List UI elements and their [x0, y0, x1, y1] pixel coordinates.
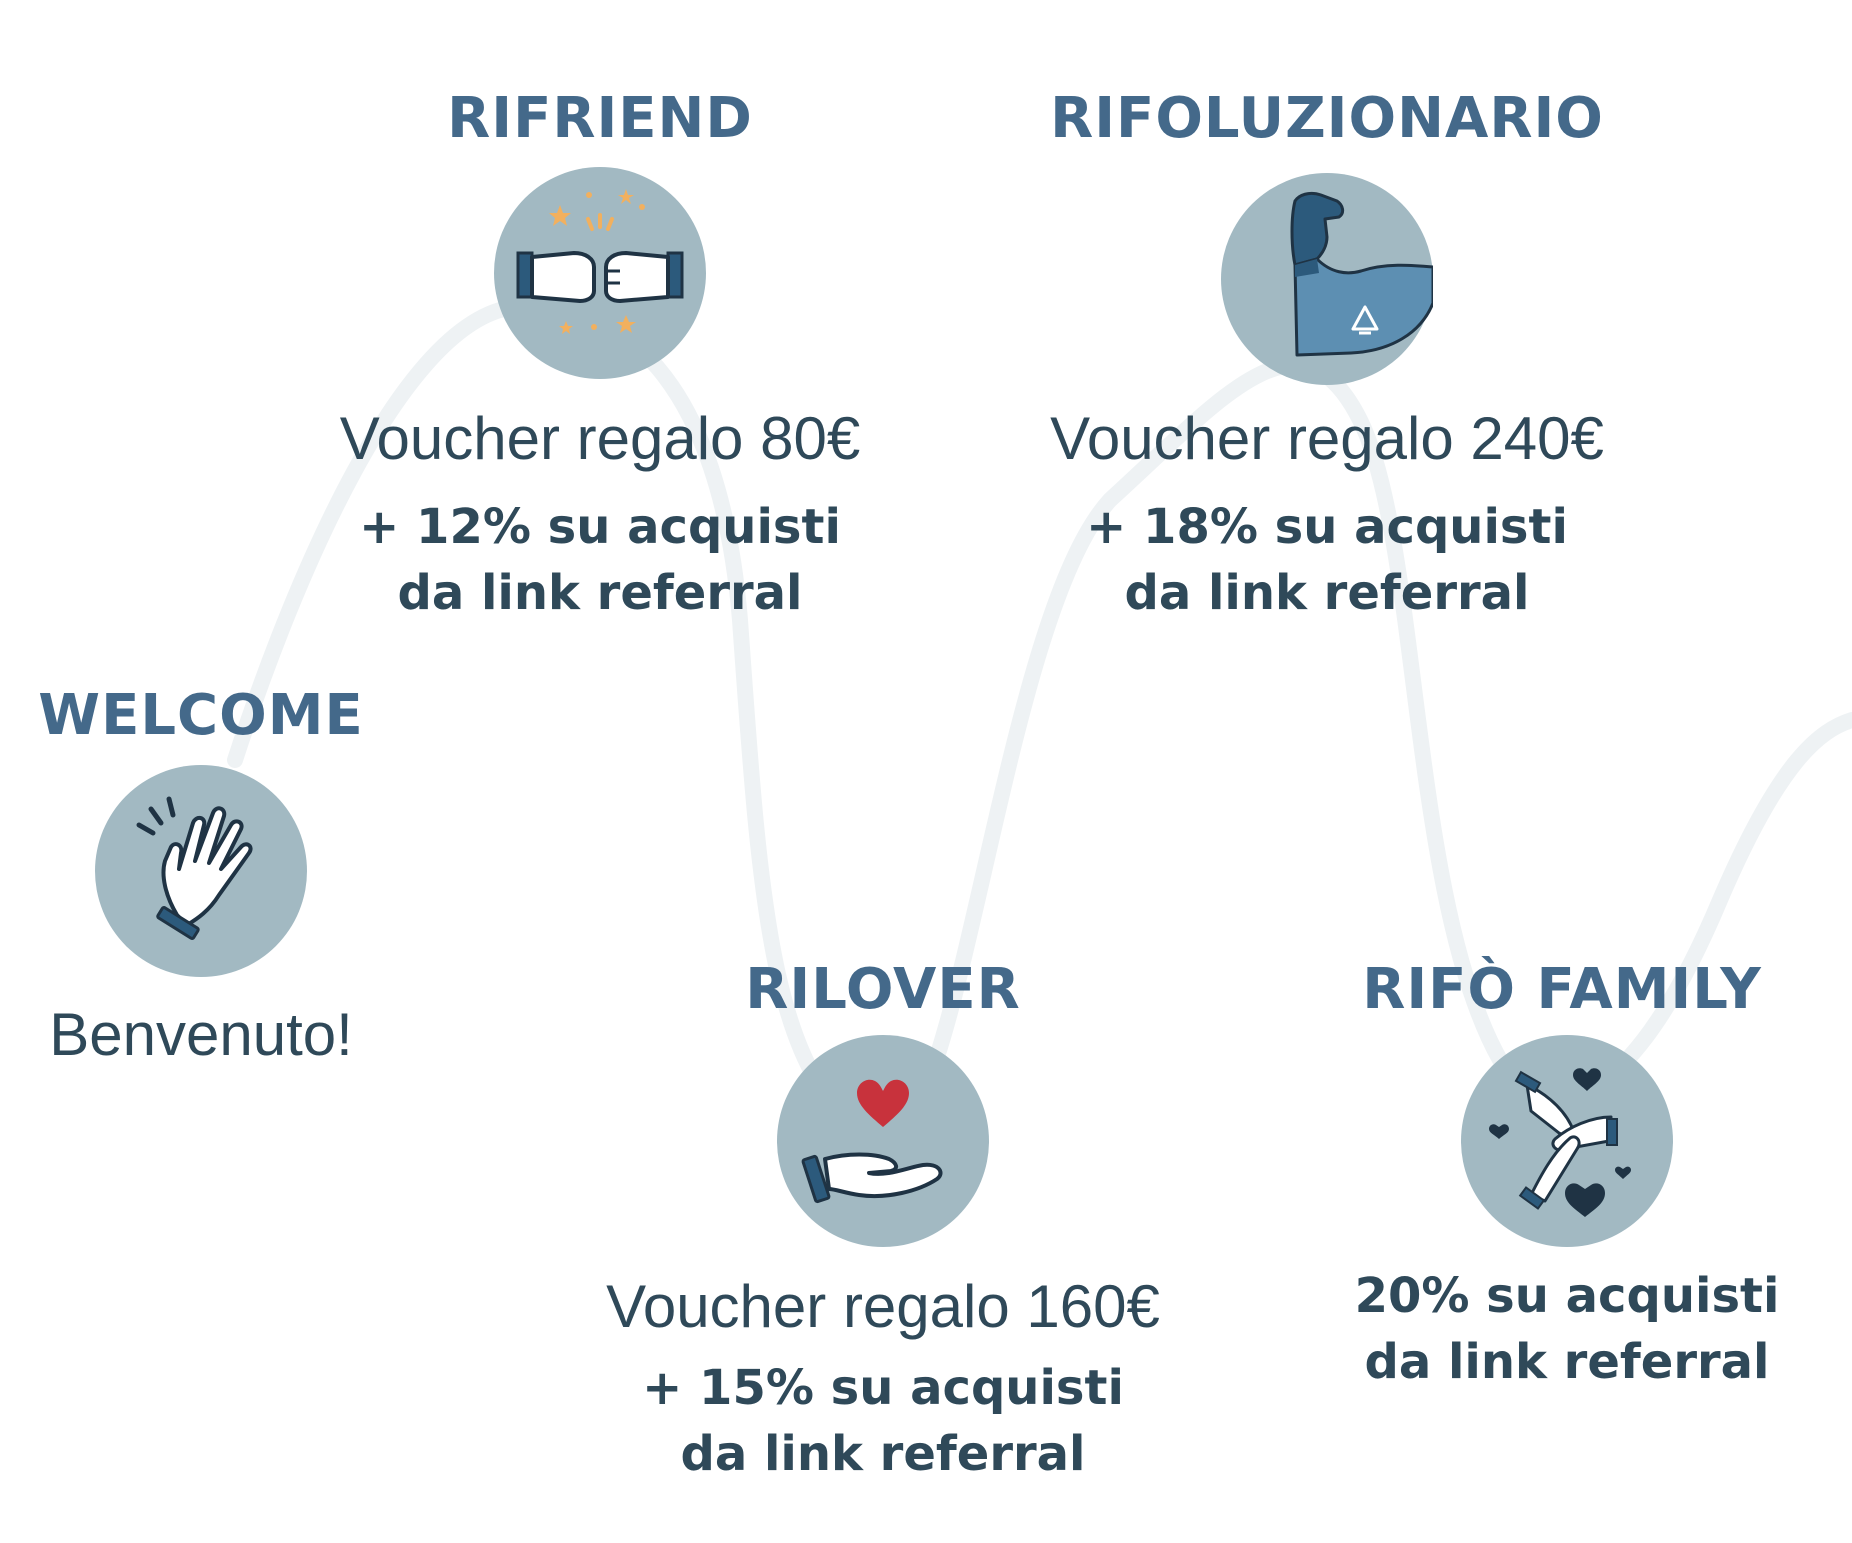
bonus-line-2: da link referral [1364, 1334, 1770, 1390]
bonus-line-2: da link referral [1124, 565, 1530, 621]
level-reward: Benvenuto! [49, 1001, 353, 1068]
level-title: RIFRIEND [447, 86, 753, 151]
bonus-line-1: + 18% su acquisti [1086, 499, 1568, 555]
level-title: WELCOME [38, 683, 364, 748]
bonus-line-1: + 12% su acquisti [359, 499, 841, 555]
bonus-line-2: da link referral [397, 565, 803, 621]
level-title: RIFOLUZIONARIO [1050, 86, 1604, 151]
level-voucher: Voucher regalo 80€ [339, 405, 861, 472]
flexed-arm-recycle-icon [1221, 173, 1433, 385]
level-bonus: + 15% su acquisti da link referral [642, 1355, 1124, 1487]
level-title: RILOVER [745, 957, 1021, 1022]
waving-hand-icon [95, 765, 307, 977]
bonus-line-1: + 15% su acquisti [642, 1360, 1124, 1416]
heart-in-hand-icon [777, 1035, 989, 1247]
fist-bump-icon [494, 167, 706, 379]
stacked-hands-hearts-icon [1461, 1035, 1673, 1247]
bonus-line-1: 20% su acquisti [1354, 1268, 1780, 1324]
level-voucher: Voucher regalo 240€ [1050, 405, 1604, 472]
level-voucher: Voucher regalo 160€ [606, 1273, 1160, 1340]
level-bonus: + 12% su acquisti da link referral [359, 494, 841, 626]
level-bonus: + 18% su acquisti da link referral [1086, 494, 1568, 626]
bonus-line-2: da link referral [680, 1426, 1086, 1482]
level-title: RIFÒ FAMILY [1362, 957, 1762, 1022]
level-bonus: 20% su acquisti da link referral [1355, 1263, 1780, 1395]
